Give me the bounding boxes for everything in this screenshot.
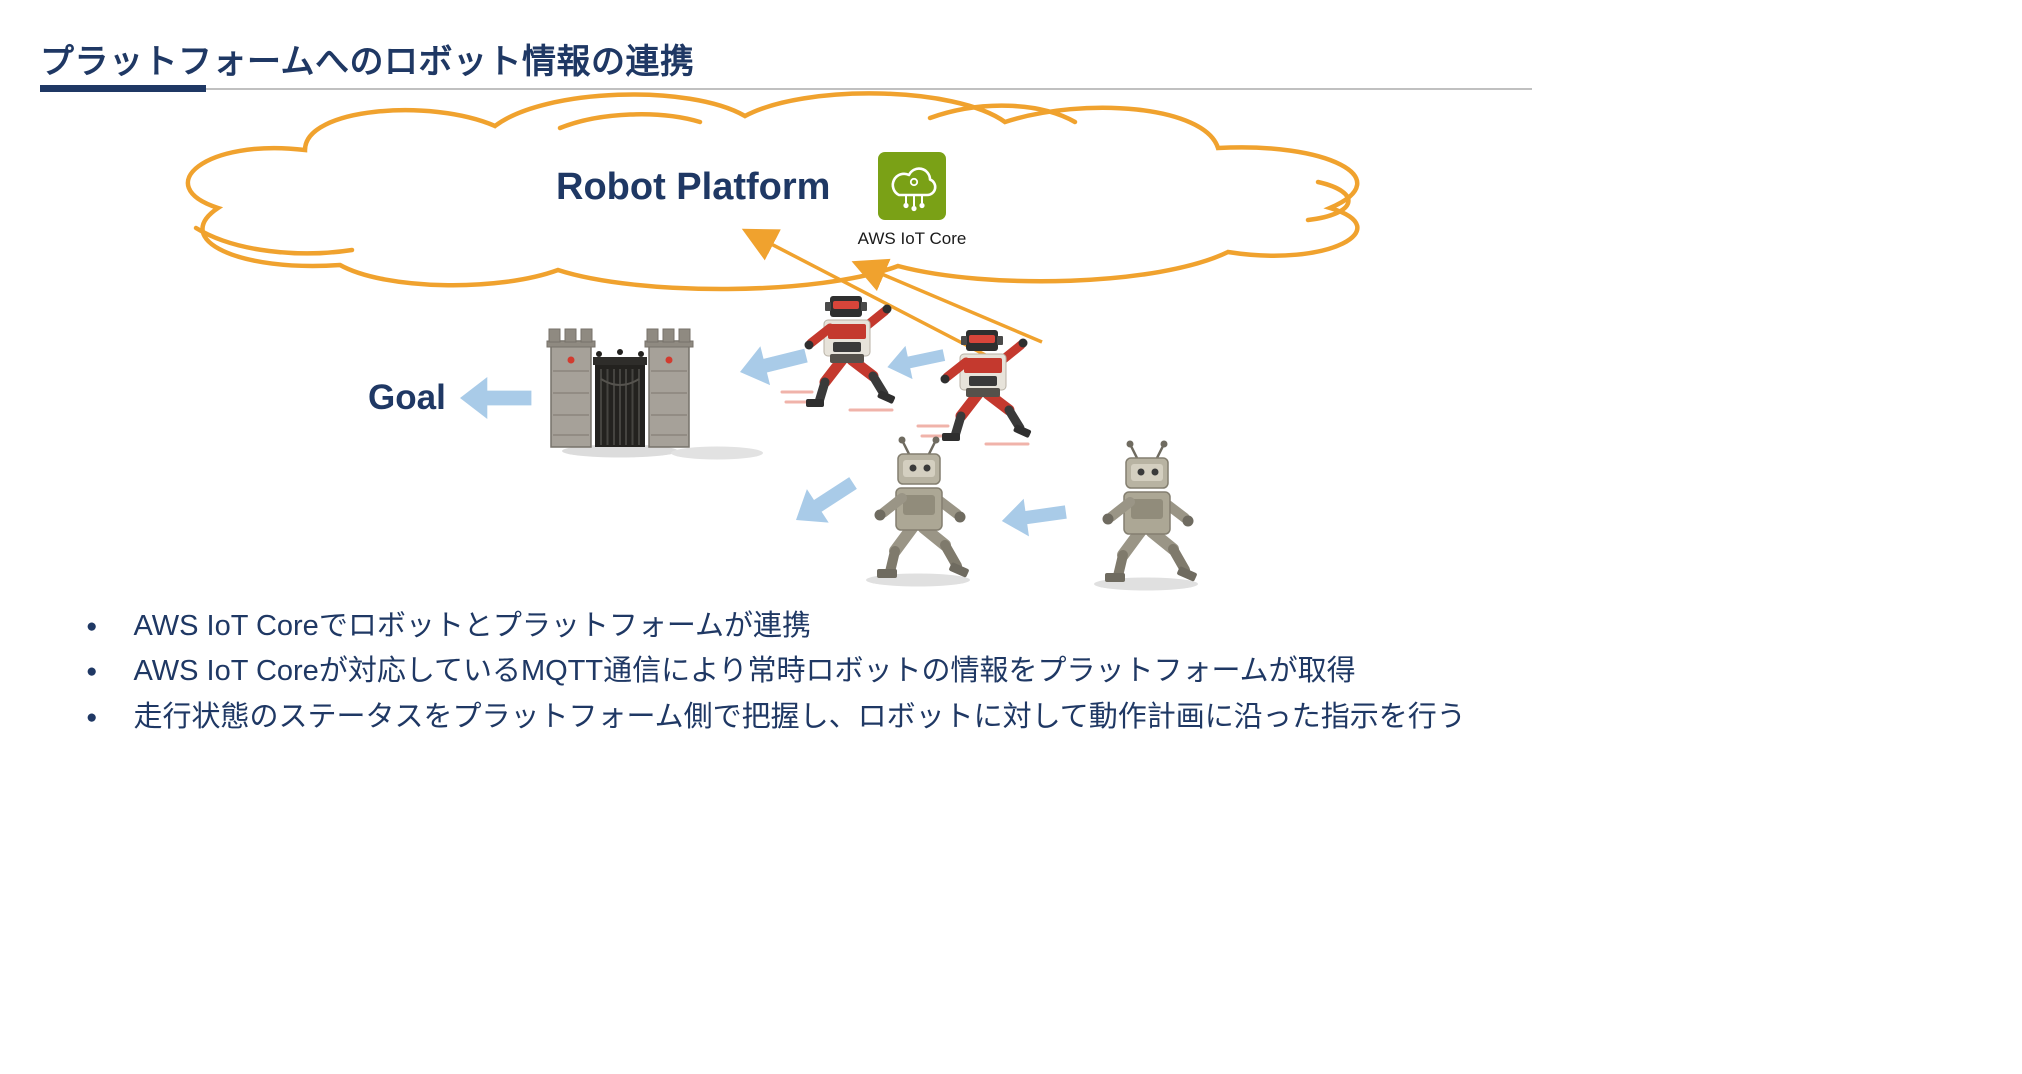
gray-robot-2 (1094, 441, 1198, 591)
bullet-item-2: AWS IoT Coreが対応しているMQTT通信により常時ロボットの情報をプラ… (86, 653, 1786, 689)
flow-arrow-robot2-to-robot1 (883, 338, 948, 384)
diagram-canvas (185, 91, 1360, 640)
title-rule (40, 88, 1532, 90)
flow-arrow-gray2-to-gray1 (999, 493, 1069, 540)
goal-label: Goal (368, 378, 446, 417)
robot-platform-label: Robot Platform (556, 166, 831, 208)
uplink-arrow-1 (741, 228, 996, 362)
page-title: プラットフォームへのロボット情報の連携 (40, 43, 695, 81)
goal-arrow-icon (460, 377, 532, 419)
bullet-text: 走行状態のステータスをプラットフォーム側で把握し、ロボットに対して動作計画に沿っ… (133, 700, 1466, 733)
bullet-item-1: AWS IoT Coreでロボットとプラットフォームが連携 (86, 608, 1786, 644)
gate-illustration (546, 328, 763, 460)
bullet-text: AWS IoT Coreでロボットとプラットフォームが連携 (133, 610, 811, 642)
bullet-list: AWS IoT Coreでロボットとプラットフォームが連携 AWS IoT Co… (86, 608, 1786, 735)
uplink-arrows (741, 228, 1043, 362)
flow-arrow-robot1-to-gate (735, 336, 811, 392)
bullet-item-3: 走行状態のステータスをプラットフォーム側で把握し、ロボットに対して動作計画に沿っ… (86, 699, 1786, 735)
aws-iot-core-label: AWS IoT Core (857, 229, 967, 248)
gray-robot-1 (866, 437, 970, 587)
uplink-arrow-2 (851, 258, 1043, 344)
flow-arrow-gray1-to-gate (785, 466, 864, 537)
cloud-outline-icon (185, 91, 1360, 292)
aws-iot-core-icon (878, 152, 946, 220)
title-rule-accent (40, 85, 206, 92)
red-robot-2 (918, 330, 1032, 444)
bullet-text: AWS IoT Coreが対応しているMQTT通信により常時ロボットの情報をプラ… (133, 655, 1356, 688)
